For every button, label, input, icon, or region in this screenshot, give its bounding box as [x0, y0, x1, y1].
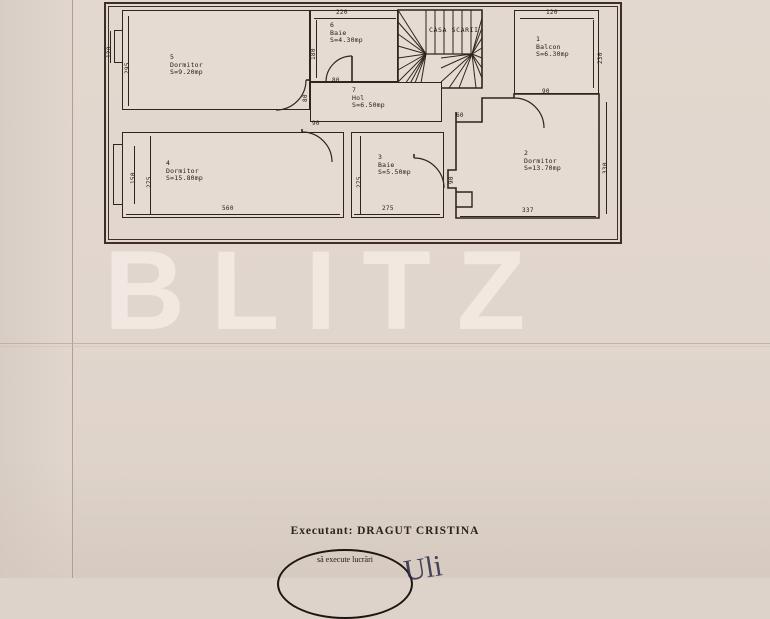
room-3-label: 3 Baie S=5.50mp [378, 153, 411, 177]
footer: Executant: DRAGUT CRISTINA [0, 525, 770, 537]
drawing-outer-frame [104, 2, 622, 244]
dim-left-150: 150 [130, 172, 137, 184]
room-5-dormitor [122, 10, 310, 110]
room-5-number: 5 [170, 53, 175, 61]
room-3-area: S=5.50mp [378, 168, 411, 177]
dim-left-295: 295 [124, 62, 131, 74]
room-5-name: Dormitor [170, 60, 203, 69]
dim-door-80b: 80 [302, 94, 309, 102]
dim-line-left-150 [134, 146, 135, 204]
page-border-line [72, 0, 73, 578]
room-7-hol [310, 82, 442, 122]
dim-line-balcon-width [520, 18, 594, 19]
room-5-area: S=9.20mp [170, 68, 203, 77]
stairwell-label: CASA SCARII [429, 26, 479, 34]
room-6-number: 6 [330, 21, 335, 29]
room-7-area: S=6.50mp [352, 101, 385, 110]
room-6-name: Baie [330, 28, 347, 37]
dim-room3-door-90: 90 [448, 176, 455, 184]
dim-line-right-330 [606, 102, 607, 214]
room-5-label: 5 Dormitor S=9.20mp [170, 53, 203, 77]
room-5-window-jamb [114, 30, 116, 63]
dim-door-80: 80 [332, 77, 340, 84]
paper-fold-line-secondary [0, 346, 770, 347]
room-4-number: 4 [166, 159, 171, 167]
dim-room4-560: 560 [222, 205, 234, 212]
room-4-window-jamb [113, 144, 115, 205]
dim-balcon-120: 120 [546, 9, 558, 16]
blitz-watermark: BLITZ [104, 228, 552, 353]
drawing-inner-frame [108, 6, 618, 240]
room-1-area: S=6.30mp [536, 50, 569, 59]
signature: Uli [401, 549, 445, 588]
dim-line-room3-275v [360, 136, 361, 214]
room-2-number: 2 [524, 149, 529, 157]
dim-right-330: 330 [602, 162, 609, 174]
room-1-name: Balcon [536, 42, 561, 51]
room-2-outline [447, 93, 600, 219]
dim-line-balcon-height [593, 20, 594, 88]
room-2-label: 2 Dormitor S=13.70mp [524, 149, 562, 173]
room-3-name: Baie [378, 160, 395, 169]
room-2-name: Dormitor [524, 156, 557, 165]
room-4-dormitor [122, 132, 344, 218]
paper-fold-line [0, 343, 770, 344]
dim-line-left-120 [110, 31, 111, 63]
room-4-label: 4 Dormitor S=15.80mp [166, 159, 204, 183]
room-1-balcon [514, 10, 599, 94]
dim-room2-337: 337 [522, 207, 534, 214]
room-5-window-2 [114, 62, 123, 64]
dim-line-room6-height [316, 20, 317, 78]
dim-balcon-90: 90 [542, 88, 550, 95]
dim-line-room2-337 [460, 216, 596, 217]
room-1-label: 1 Balcon S=6.30mp [536, 35, 569, 59]
dim-line-room3-275h [354, 214, 440, 215]
dim-line-left-295 [128, 16, 129, 106]
room-4-window-2 [113, 204, 123, 206]
room-2-area: S=13.70mp [524, 164, 562, 173]
room-7-name: Hol [352, 93, 365, 102]
room-1-number: 1 [536, 35, 541, 43]
door-swings [275, 55, 545, 189]
room-4-name: Dormitor [166, 166, 199, 175]
dim-room6-220: 220 [336, 9, 348, 16]
dim-line-room6-width [314, 18, 396, 19]
official-stamp: să execute lucrări [277, 549, 413, 619]
room-6-label: 6 Baie S=4.30mp [330, 21, 363, 45]
room-6-baie [310, 10, 398, 82]
dim-line-room4-275 [150, 136, 151, 214]
dim-balcon-230: 230 [597, 52, 604, 64]
dim-room3-275v: 275 [356, 176, 363, 188]
dim-room6-180: 180 [310, 48, 317, 60]
dim-line-room4-560 [126, 214, 340, 215]
dim-door-60: 60 [456, 112, 464, 119]
room-7-number: 7 [352, 86, 357, 94]
room-4-area: S=15.80mp [166, 174, 204, 183]
room-5-window [114, 30, 123, 32]
room-3-number: 3 [378, 153, 383, 161]
dim-left-275: 275 [146, 176, 153, 188]
floor-plan-drawing: 5 Dormitor S=9.20mp 6 Baie S=4.30mp [104, 2, 622, 244]
dim-door-90: 90 [312, 120, 320, 127]
executant-line: Executant: DRAGUT CRISTINA [290, 525, 480, 537]
room-6-area: S=4.30mp [330, 36, 363, 45]
stamp-text: să execute lucrări [317, 555, 373, 564]
dim-room3-275h: 275 [382, 205, 394, 212]
dim-left-120: 120 [106, 46, 113, 58]
room-4-window [113, 144, 123, 146]
room-7-label: 7 Hol S=6.50mp [352, 86, 385, 110]
room-3-baie [351, 132, 444, 218]
